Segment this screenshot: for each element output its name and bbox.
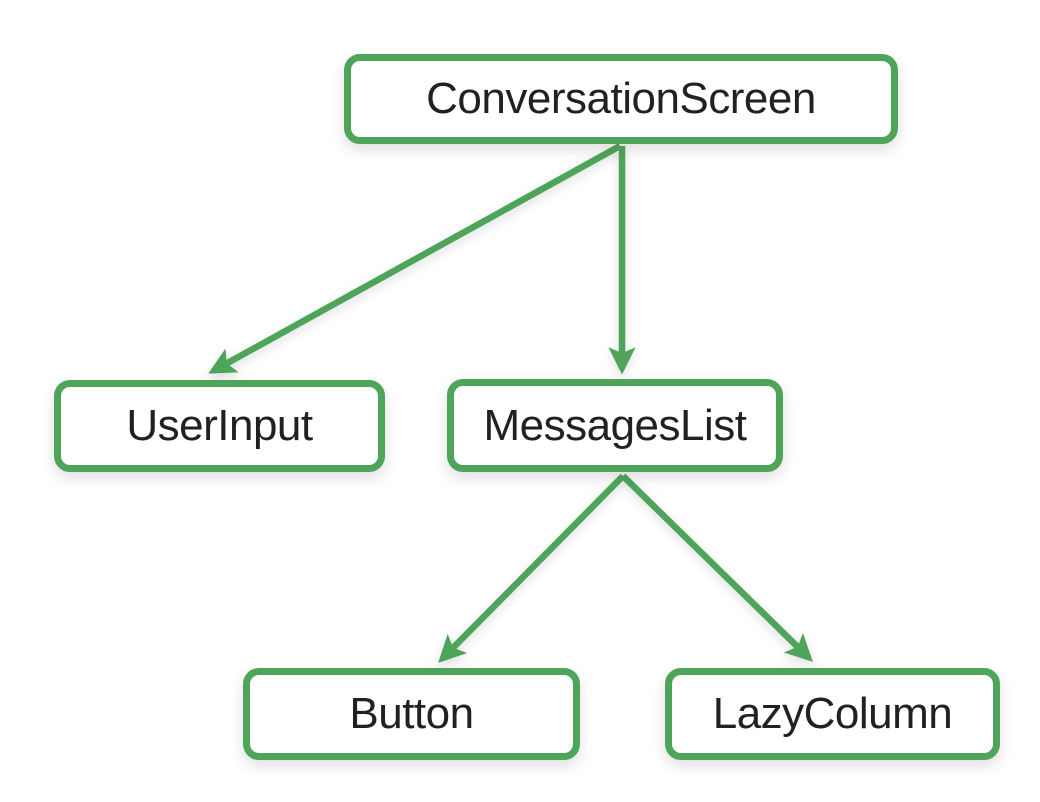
node-messages-list: MessagesList	[447, 379, 783, 472]
node-messages-list-label: MessagesList	[483, 400, 747, 450]
node-user-input: UserInput	[54, 380, 385, 472]
node-lazy-column: LazyColumn	[665, 668, 1000, 760]
node-conversation-screen-label: ConversationScreen	[426, 74, 816, 123]
node-lazy-column-label: LazyColumn	[712, 689, 953, 738]
edge-conversationscreen-userinput	[208, 143, 622, 374]
edge-messageslist-lazycolumn	[620, 473, 813, 662]
edge-messageslist-button	[438, 473, 626, 663]
node-user-input-label: UserInput	[126, 401, 313, 450]
node-button-label: Button	[349, 689, 474, 738]
node-button: Button	[243, 668, 580, 760]
node-conversation-screen: ConversationScreen	[344, 54, 898, 144]
